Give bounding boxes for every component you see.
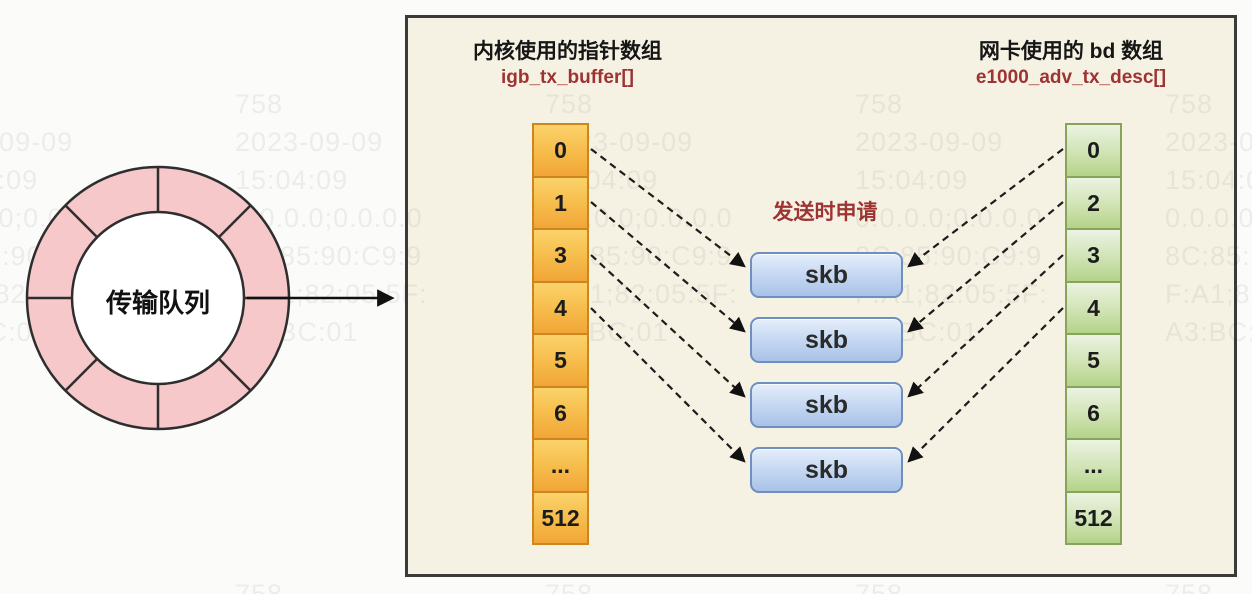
array-cell: ... [1065, 438, 1122, 493]
watermark-block: 7582023-09-0915:04:090.0.0.0;0.0.0.08C:8… [855, 579, 904, 594]
array-cell: 6 [1065, 385, 1122, 440]
watermark-block: 7582023-09-0915:04:090.0.0.0;0.0.0.08C:8… [1165, 579, 1214, 594]
watermark-block: 7582023-09-0915:04:090.0.0.0;0.0.0.08C:8… [545, 579, 594, 594]
skb-annotation: 发送时申请 [772, 201, 878, 224]
skb-box: skb [750, 447, 903, 493]
nic-array-title: 网卡使用的 bd 数组 [978, 40, 1164, 63]
array-cell: 3 [532, 228, 589, 283]
array-cell: ... [532, 438, 589, 493]
array-cell: 512 [1065, 490, 1122, 545]
watermark-block: 7582023-09-0915:04:090.0.0.0;0.0.0.08C:8… [0, 575, 118, 594]
array-cell: 6 [532, 385, 589, 440]
array-cell: 4 [532, 280, 589, 335]
array-cell: 5 [532, 333, 589, 388]
kernel-array-subtitle: igb_tx_buffer[] [501, 67, 634, 88]
array-cell: 1 [532, 175, 589, 230]
kernel-array-title: 内核使用的指针数组 [473, 40, 662, 63]
skb-box: skb [750, 317, 903, 363]
transmit-queue-label: 传输队列 [105, 288, 210, 318]
array-cell: 2 [1065, 175, 1122, 230]
array-cell: 3 [1065, 228, 1122, 283]
array-cell: 0 [532, 123, 589, 178]
watermark-block: 7582023-09-0915:04:090.0.0.0;0.0.0.08C:8… [235, 579, 284, 594]
array-cell: 4 [1065, 280, 1122, 335]
skb-box: skb [750, 252, 903, 298]
skb-box: skb [750, 382, 903, 428]
nic-array-subtitle: e1000_adv_tx_desc[] [975, 67, 1167, 88]
array-cell: 512 [532, 490, 589, 545]
array-cell: 5 [1065, 333, 1122, 388]
array-cell: 0 [1065, 123, 1122, 178]
